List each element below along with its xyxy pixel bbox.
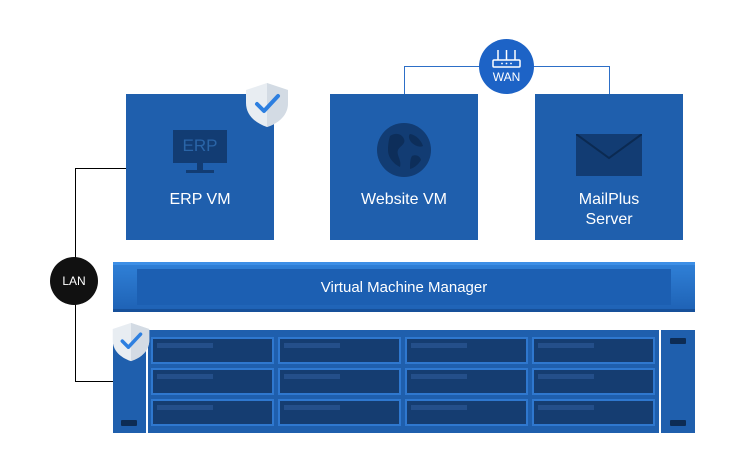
nas-right-divider <box>659 330 661 433</box>
drive-bay <box>532 368 655 395</box>
erp-monitor-icon: ERP <box>170 128 230 181</box>
drive-bay <box>151 368 274 395</box>
drive-bay <box>405 337 528 364</box>
lan-label: LAN <box>62 274 86 288</box>
shield-check-icon <box>244 81 290 134</box>
wan-label: WAN <box>492 70 521 84</box>
nas-server-icon <box>113 330 695 433</box>
globe-icon <box>376 122 432 183</box>
wan-connector-right <box>609 66 610 94</box>
virtual-machine-manager-bar: Virtual Machine Manager <box>113 262 695 312</box>
erp-screen-text: ERP <box>182 136 218 155</box>
erp-vm-label: ERP VM <box>169 191 231 208</box>
erp-vm-box: ERP ERP VM <box>126 94 274 240</box>
drive-bay <box>278 368 401 395</box>
mailplus-server-label: MailPlus Server <box>578 191 640 228</box>
drive-bay <box>151 337 274 364</box>
drive-bay <box>532 337 655 364</box>
router-icon <box>492 48 521 73</box>
lan-connector-top <box>75 168 126 169</box>
virtual-machine-manager-label: Virtual Machine Manager <box>320 278 488 296</box>
drive-bay <box>151 399 274 426</box>
mailplus-server-box: MailPlus Server <box>535 94 683 240</box>
drive-bay <box>532 399 655 426</box>
lan-connector-bottom <box>75 381 114 382</box>
shield-check-icon <box>111 321 151 368</box>
lan-badge: LAN <box>50 257 98 305</box>
wan-connector-left <box>404 66 405 94</box>
website-vm-label: Website VM <box>361 191 447 208</box>
drive-bay <box>278 337 401 364</box>
drive-bay <box>278 399 401 426</box>
nas-left-slot <box>121 420 137 426</box>
drive-bay <box>405 368 528 395</box>
website-vm-box: Website VM <box>330 94 478 240</box>
wan-badge: WAN <box>479 39 534 94</box>
drive-bay <box>405 399 528 426</box>
nas-right-bottom-slot <box>670 420 686 426</box>
nas-right-top-slot <box>670 338 686 344</box>
nas-left-divider <box>146 330 148 433</box>
envelope-icon <box>575 133 643 181</box>
